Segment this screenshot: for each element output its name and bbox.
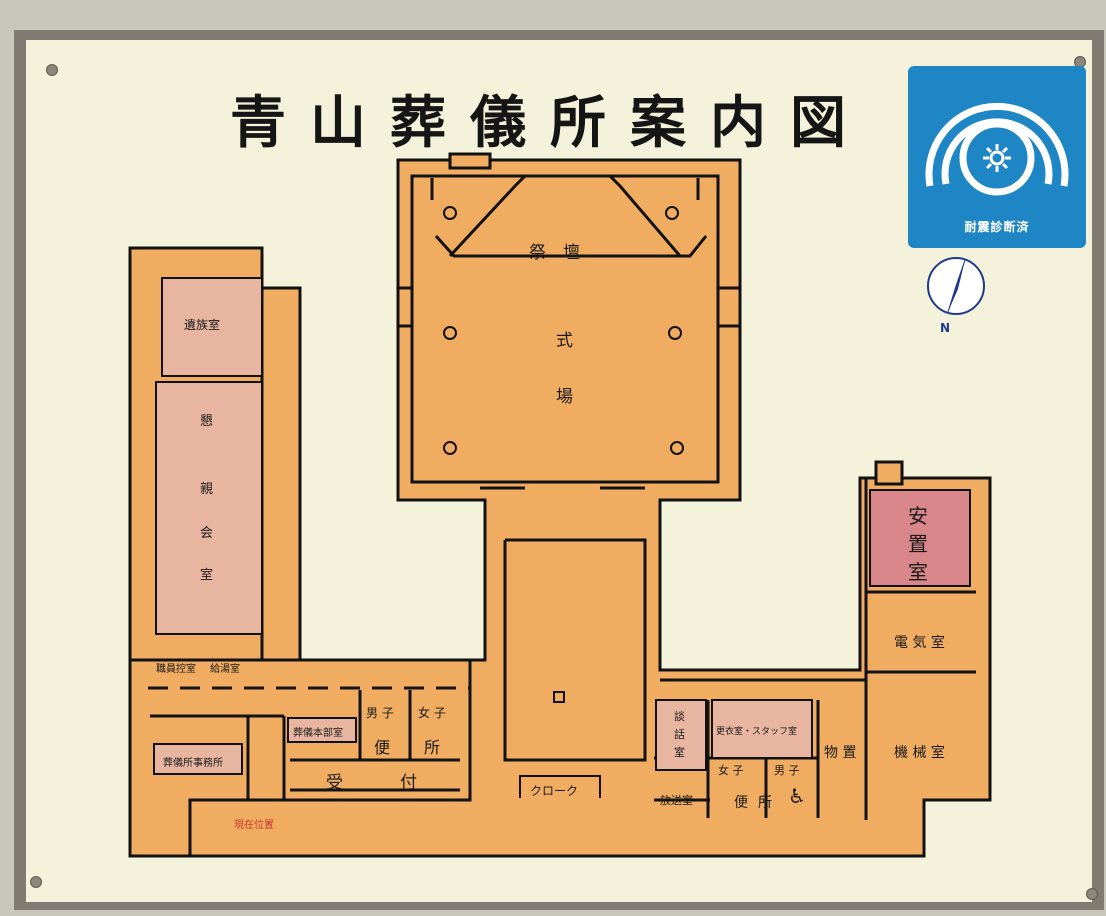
room-label-danwa-3: 室 xyxy=(674,746,685,759)
room-label-honbu: 葬儀本部室 xyxy=(293,728,343,739)
screw-icon xyxy=(1086,888,1098,900)
room-label-joshi-right: 女 子 xyxy=(718,764,744,777)
pillar xyxy=(443,206,457,220)
pillar xyxy=(443,441,457,455)
right-notch xyxy=(874,460,904,486)
pillar xyxy=(670,441,684,455)
room-label-jimusho: 葬儀所事務所 xyxy=(163,758,223,769)
room-honbu xyxy=(287,717,357,743)
screw-icon xyxy=(46,64,58,76)
current-location-label: 現在位置 xyxy=(234,820,274,831)
room-label-konshinkai-3: 会 xyxy=(200,526,214,541)
top-notch xyxy=(448,152,492,170)
room-label-ba: 場 xyxy=(556,387,573,407)
room-label-denki: 電 気 室 xyxy=(894,635,945,651)
room-label-konshinkai-1: 懇 xyxy=(200,414,214,429)
center-marker xyxy=(553,691,565,703)
pillar xyxy=(443,326,457,340)
north-label: N xyxy=(940,321,950,335)
room-label-monooki: 物 置 xyxy=(824,745,857,761)
seismic-badge: 耐震診断済 xyxy=(908,66,1086,248)
room-jimusho xyxy=(153,743,243,775)
left-corridor xyxy=(260,286,302,662)
room-label-benjo-right-1: 便 xyxy=(734,795,748,811)
sun-icon xyxy=(925,102,1069,196)
room-konshinkai xyxy=(155,381,263,635)
room-label-uketsuke-2: 付 xyxy=(400,773,417,793)
room-label-anchi-1: 安 xyxy=(908,504,928,528)
room-label-joshi-left: 女 子 xyxy=(418,706,446,720)
main-building xyxy=(188,158,992,858)
pillar xyxy=(668,326,682,340)
room-label-anchi-3: 室 xyxy=(908,560,928,584)
room-label-kikai: 機 械 室 xyxy=(894,745,945,761)
room-label-konshinkai-2: 親 xyxy=(200,482,214,497)
room-label-kyuto: 給湯室 xyxy=(210,664,240,675)
room-izoku xyxy=(161,277,263,377)
room-label-danshi-right: 男 子 xyxy=(774,764,800,777)
room-anchi xyxy=(869,489,971,587)
room-label-shokuin: 職員控室 xyxy=(156,664,196,675)
room-label-cloak: クローク xyxy=(530,784,579,798)
room-label-danshi-left: 男 子 xyxy=(366,706,394,720)
room-label-uketsuke-1: 受 xyxy=(326,773,343,793)
cloak-counter xyxy=(519,775,601,798)
screw-icon xyxy=(30,876,42,888)
room-kouishitsu xyxy=(711,699,813,759)
wheelchair-icon: ♿ xyxy=(788,784,806,808)
room-danwa xyxy=(655,699,707,771)
room-label-benjo-left-1: 便 xyxy=(374,738,391,757)
room-label-benjo-left-2: 所 xyxy=(424,738,441,757)
badge-label: 耐震診断済 xyxy=(964,220,1030,234)
room-label-benjo-right-2: 所 xyxy=(758,795,772,811)
room-label-danwa-1: 談 xyxy=(674,710,685,723)
pillar xyxy=(665,206,679,220)
room-label-housou: 放送室 xyxy=(660,794,693,807)
room-label-kouishitsu: 更衣室・スタッフ室 xyxy=(716,727,798,737)
room-label-izoku: 遺族室 xyxy=(184,318,221,332)
room-label-anchi-2: 置 xyxy=(908,532,928,556)
compass-icon: N xyxy=(927,257,985,335)
room-label-konshinkai-4: 室 xyxy=(200,568,214,583)
room-label-saidan: 祭 壇 xyxy=(529,243,580,263)
map-title: 青山葬儀所案内図 xyxy=(230,91,870,156)
room-label-danwa-2: 話 xyxy=(674,728,685,741)
room-label-shiki: 式 xyxy=(556,331,573,351)
